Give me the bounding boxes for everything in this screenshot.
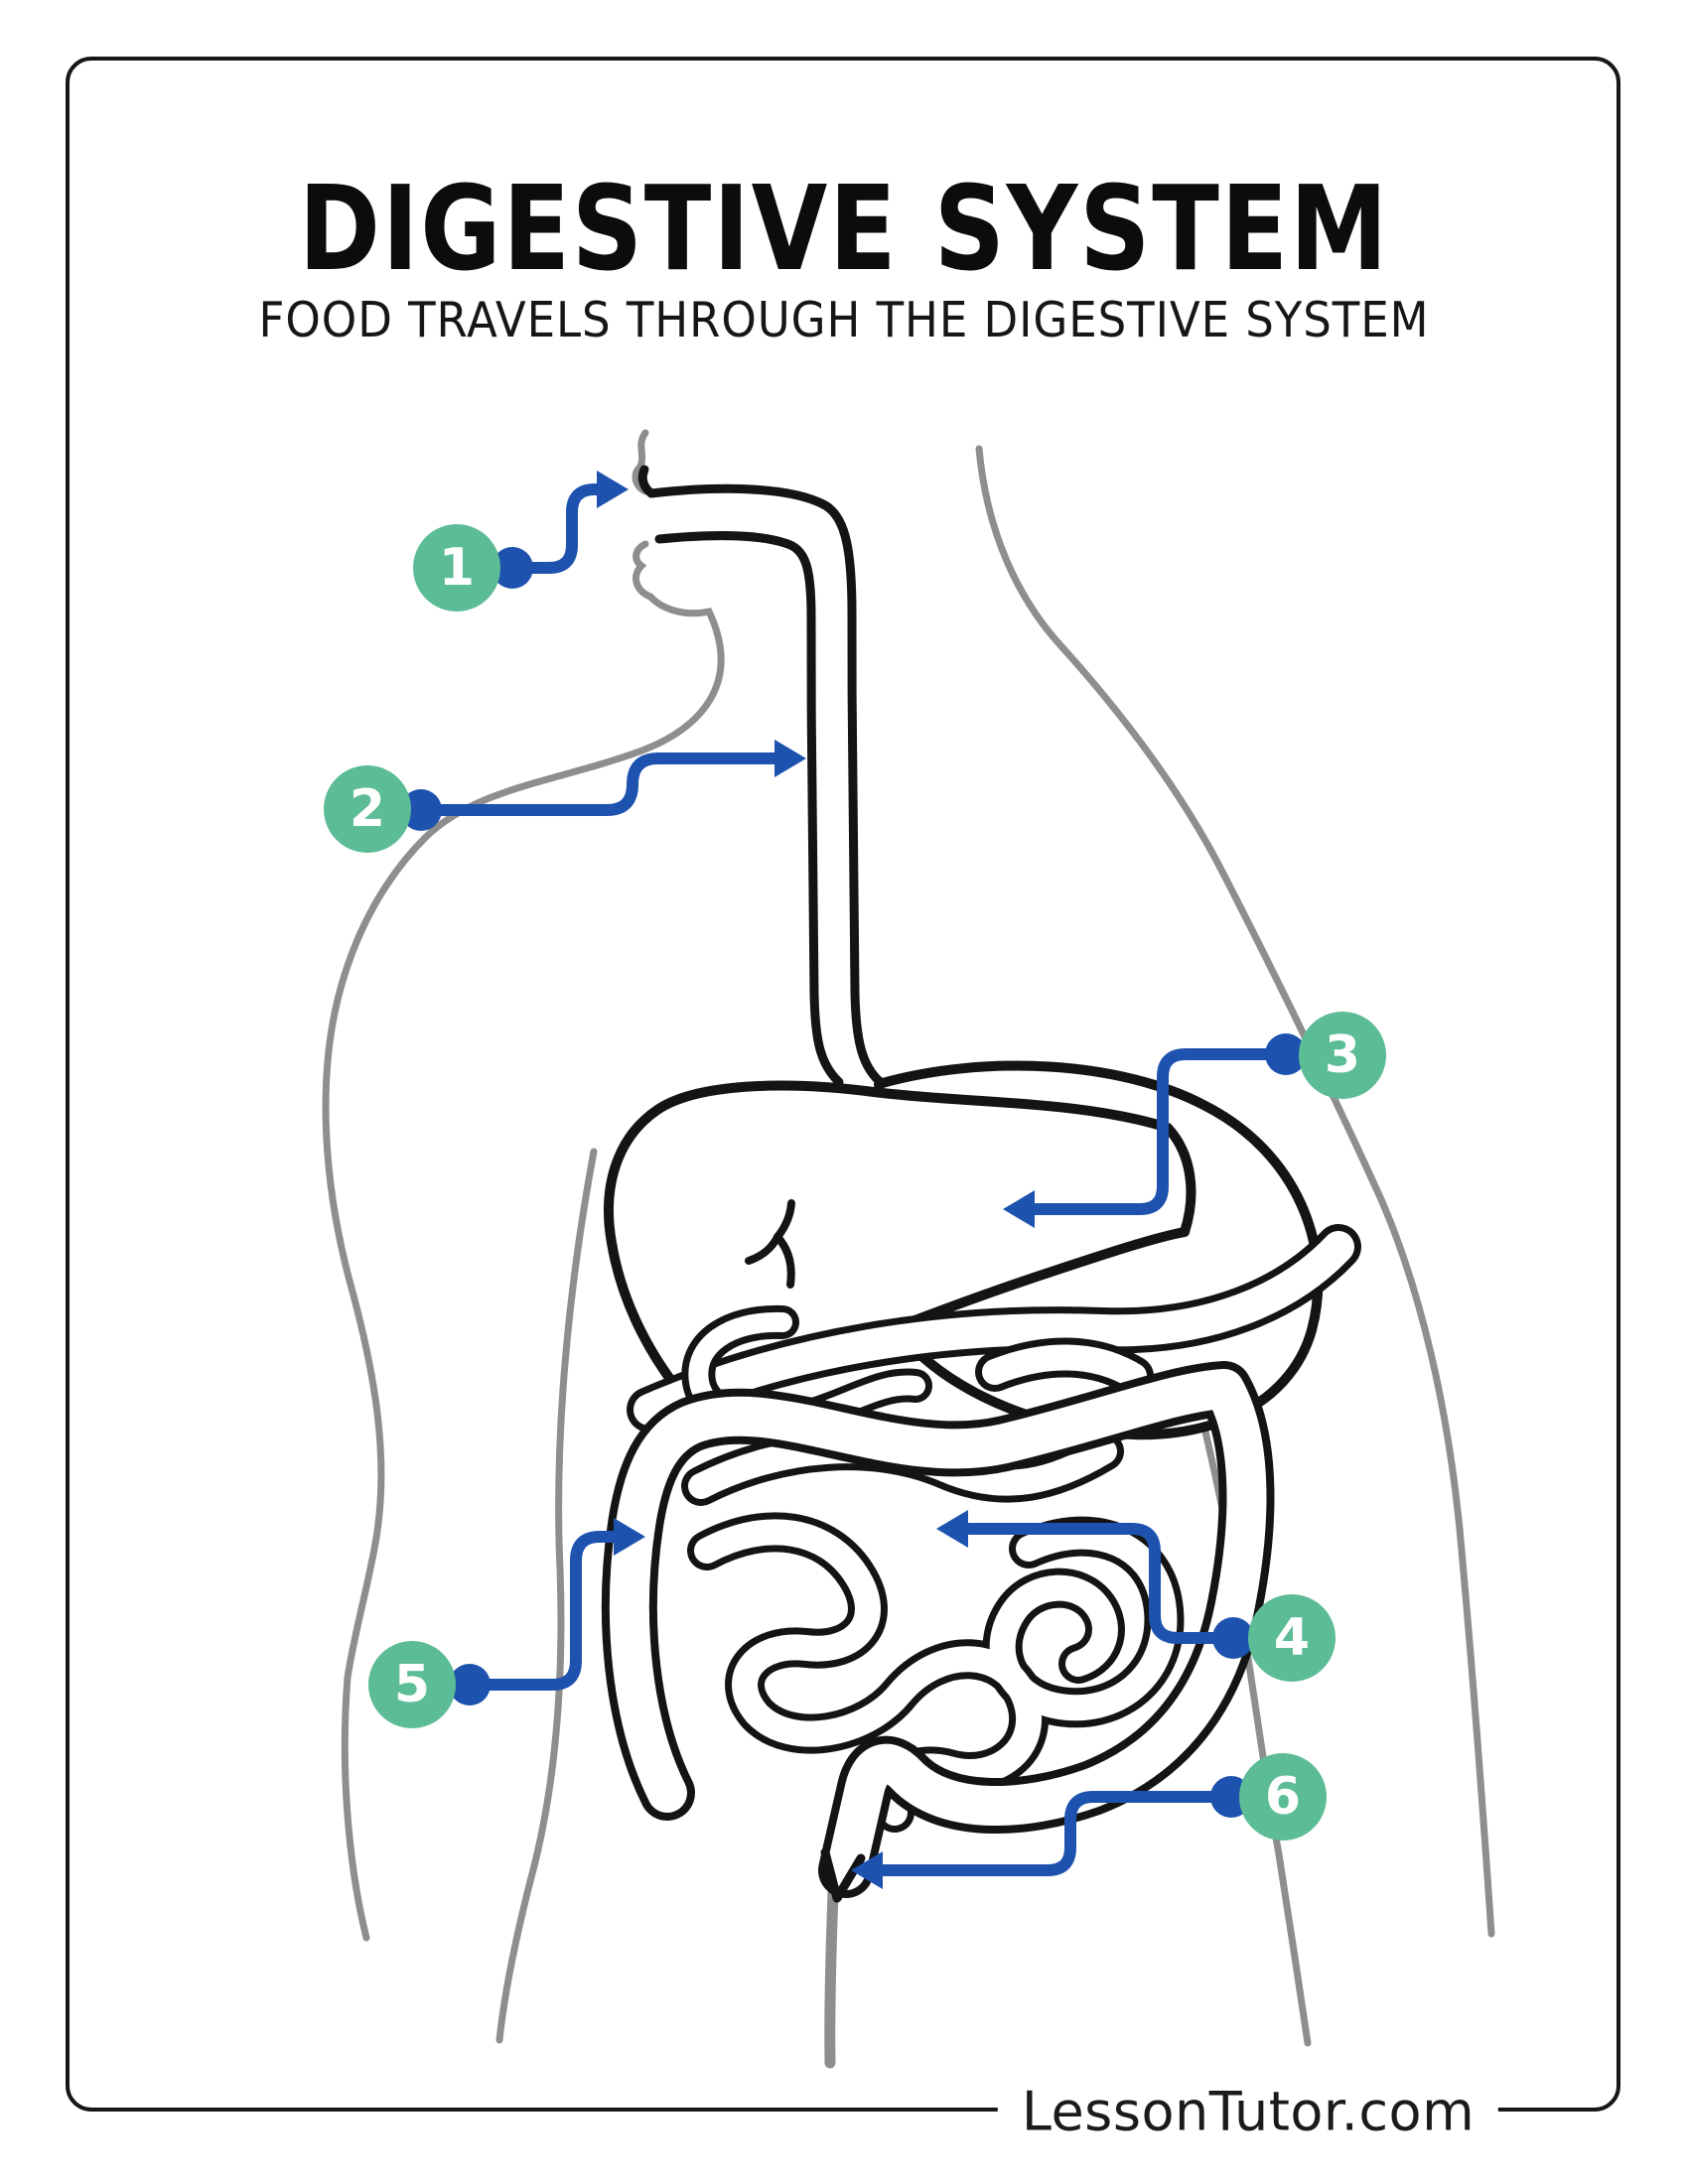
large-intestine <box>601 1361 1275 1898</box>
rectum-tail-line <box>824 1886 839 2069</box>
label-number-3: 3 <box>1324 1025 1361 1085</box>
arrow-3-stomach <box>1003 1033 1307 1228</box>
inner-left-waist-line <box>495 1148 598 2044</box>
page-title: DIGESTIVE SYSTEM <box>298 160 1390 297</box>
arrow-3-dot <box>1265 1033 1307 1075</box>
label-number-5: 5 <box>393 1655 431 1714</box>
right-neck-torso-line <box>975 445 1495 1938</box>
esophagus-inner-line <box>654 531 844 1087</box>
arrow-2-esophagus <box>400 740 806 831</box>
label-circle-4: 4 <box>1248 1594 1336 1682</box>
label-circle-5: 5 <box>368 1641 456 1728</box>
bile-duct <box>745 1199 795 1289</box>
pancreas <box>627 1224 1361 1433</box>
arrow-1-mouth <box>492 471 629 589</box>
arrow-6-head <box>851 1851 883 1889</box>
arrow-5-dot <box>449 1664 491 1706</box>
arrow-2-head <box>774 740 806 777</box>
label-circle-1: 1 <box>413 524 500 612</box>
arrow-1-dot <box>492 547 533 589</box>
arrow-3-head <box>1003 1190 1035 1228</box>
page-border-frame <box>66 57 1620 2112</box>
label-number-2: 2 <box>349 779 386 839</box>
arrow-5-large-intestine <box>449 1518 645 1706</box>
label-circle-2: 2 <box>324 765 411 853</box>
arrow-2-dot <box>400 789 442 831</box>
label-circle-6: 6 <box>1239 1753 1327 1841</box>
label-number-1: 1 <box>438 538 476 598</box>
esophagus-outer-line <box>646 483 888 1089</box>
arrow-5-head <box>614 1518 645 1556</box>
left-neck-shoulder-torso-line <box>322 593 725 1942</box>
esophagus <box>637 465 888 1089</box>
page-subtitle: FOOD TRAVELS THROUGH THE DIGESTIVE SYSTE… <box>258 292 1430 348</box>
brand-footer: LessonTutor.com <box>997 2080 1499 2143</box>
nose-profile-line <box>636 429 649 471</box>
arrow-4-small-intestine <box>936 1510 1254 1659</box>
label-circle-3: 3 <box>1299 1012 1386 1099</box>
label-number-4: 4 <box>1273 1608 1311 1668</box>
arrow-4-dot <box>1212 1617 1254 1659</box>
rectum <box>820 1847 866 1903</box>
chin-line <box>633 540 654 601</box>
label-number-6: 6 <box>1264 1767 1302 1827</box>
arrow-4-head <box>936 1510 968 1548</box>
arrow-1-head <box>597 471 629 508</box>
pointer-arrows <box>400 471 1307 1889</box>
